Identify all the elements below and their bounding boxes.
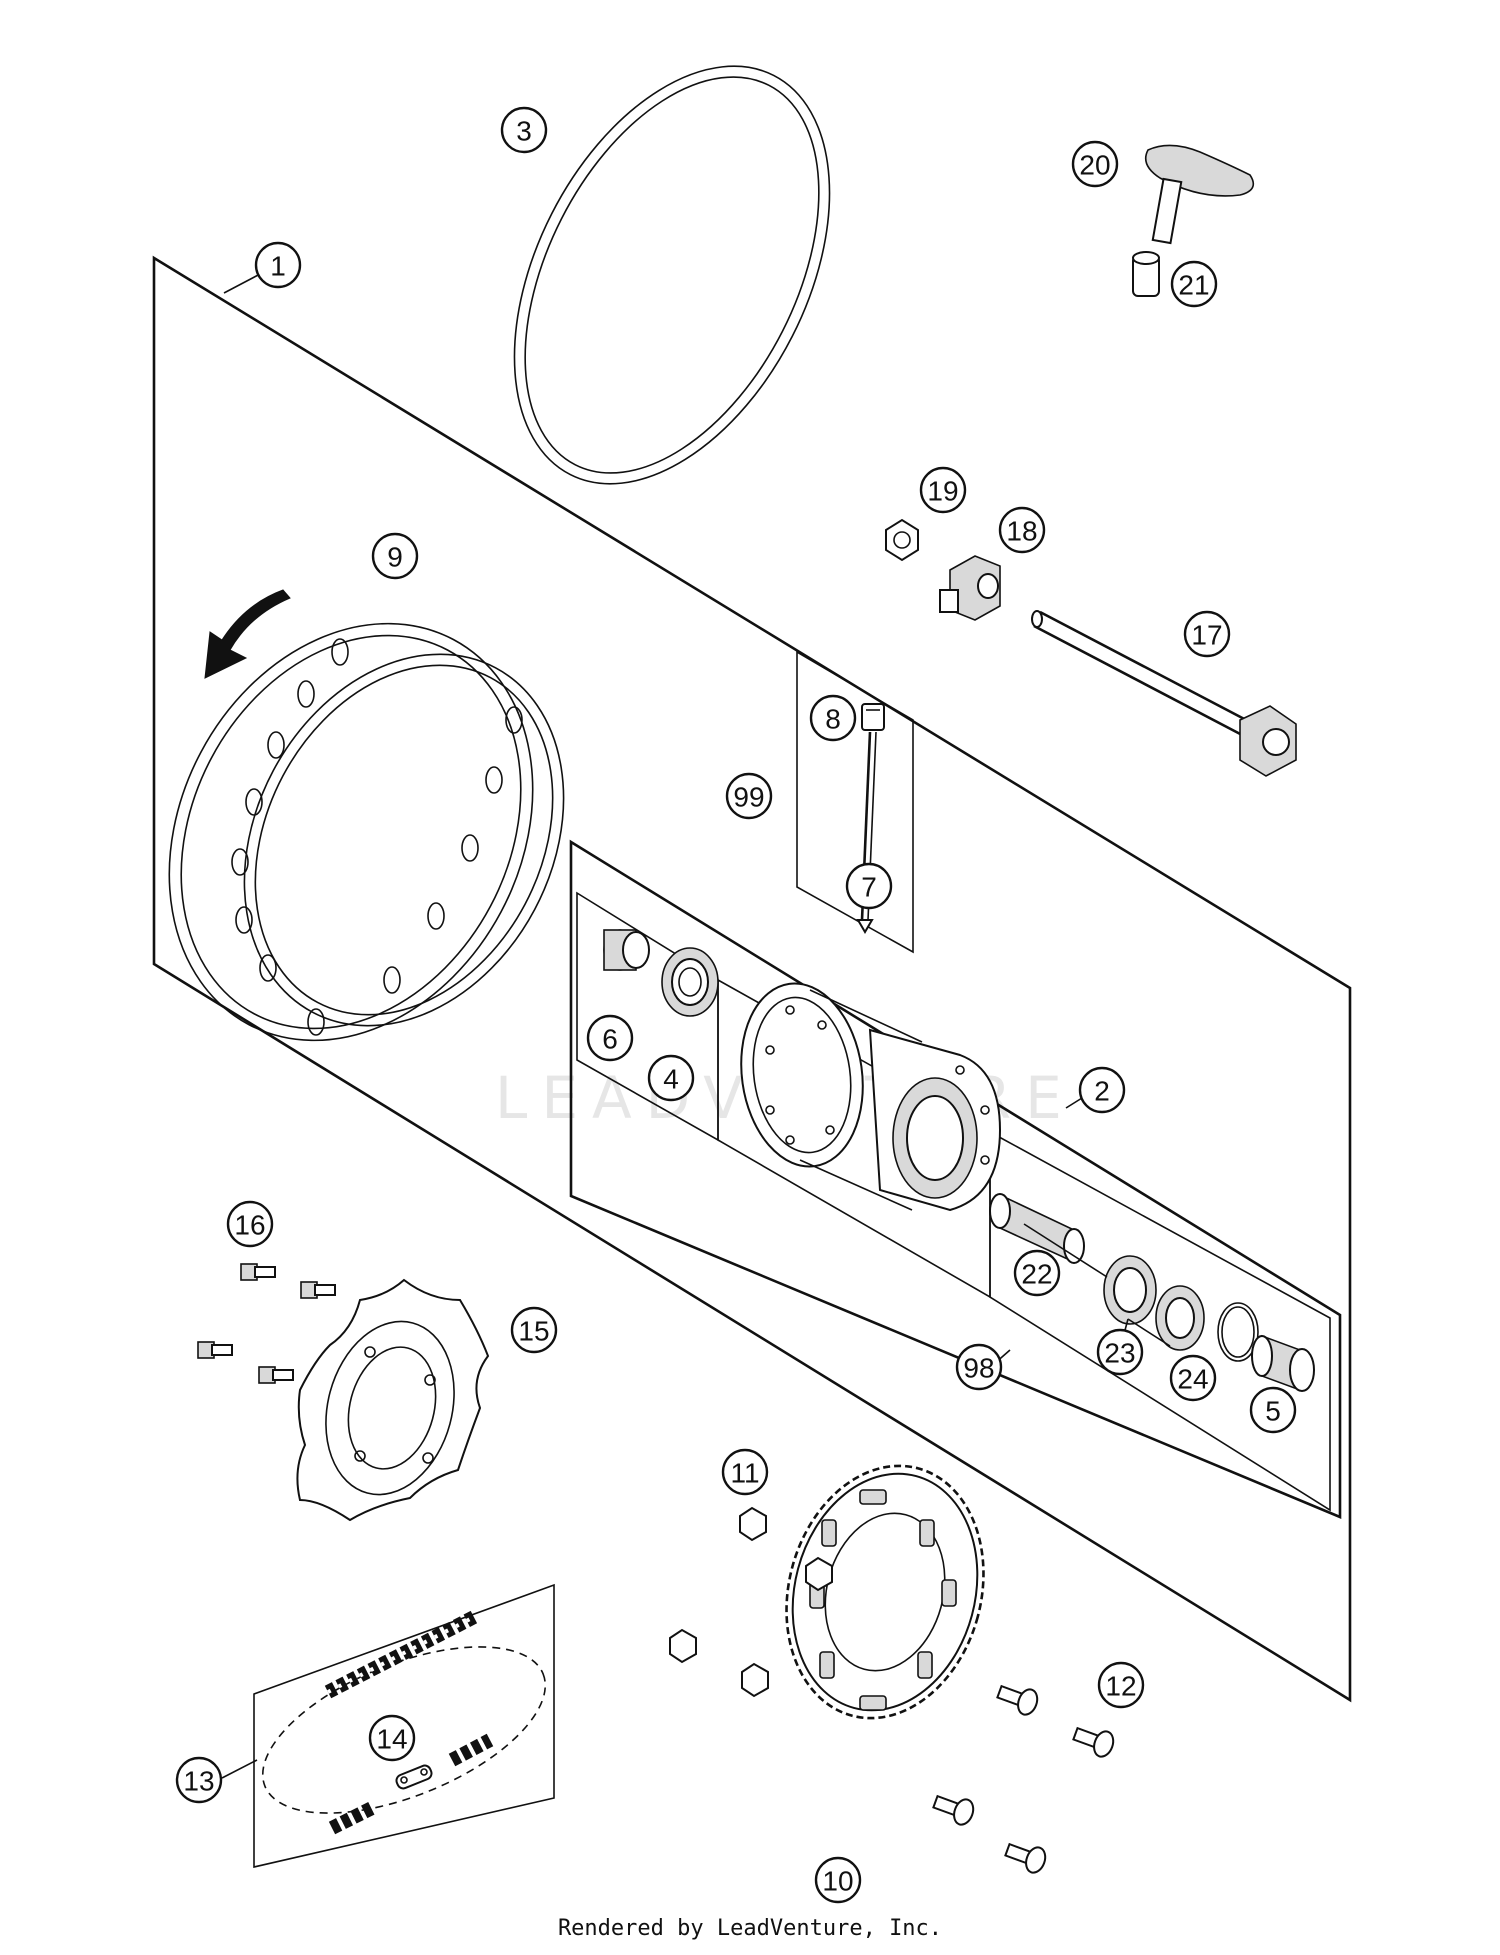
hub-group-outline bbox=[569, 839, 1342, 1519]
brake-disc-screws bbox=[197, 1263, 336, 1384]
callout-5: 5 bbox=[1249, 1386, 1297, 1434]
axle-nut bbox=[885, 518, 919, 562]
callout-9: 9 bbox=[371, 532, 419, 580]
svg-text:98: 98 bbox=[963, 1353, 994, 1384]
callout-24: 24 bbox=[1169, 1354, 1217, 1402]
svg-text:8: 8 bbox=[825, 704, 841, 735]
wheel-axle bbox=[1031, 610, 1297, 777]
callout-20: 20 bbox=[1071, 140, 1119, 188]
callout-23: 23 bbox=[1096, 1328, 1144, 1376]
callout-21: 21 bbox=[1170, 260, 1218, 308]
left-spacer bbox=[603, 929, 650, 971]
callout-99: 99 bbox=[725, 772, 773, 820]
wheel-assembly-outline bbox=[152, 255, 1352, 1703]
valve-insert bbox=[1132, 251, 1160, 297]
callout-10: 10 bbox=[814, 1856, 862, 1904]
callout-15: 15 bbox=[510, 1306, 558, 1354]
svg-text:21: 21 bbox=[1178, 270, 1209, 301]
callout-6: 6 bbox=[586, 1014, 634, 1062]
svg-text:22: 22 bbox=[1021, 1259, 1052, 1290]
spoke-nipple bbox=[861, 703, 885, 731]
callout-19: 19 bbox=[919, 466, 967, 514]
callout-2: 2 bbox=[1078, 1066, 1126, 1114]
footer-credit: Rendered by LeadVenture, Inc. bbox=[557, 1916, 943, 1941]
svg-text:13: 13 bbox=[183, 1766, 214, 1797]
right-wheel-bearing-a bbox=[1103, 1255, 1157, 1325]
callout-8: 8 bbox=[809, 694, 857, 742]
callout-13: 13 bbox=[175, 1756, 223, 1804]
callout-18: 18 bbox=[998, 506, 1046, 554]
leader-lines bbox=[221, 272, 1171, 1779]
callout-3: 3 bbox=[500, 106, 548, 154]
svg-text:12: 12 bbox=[1105, 1671, 1136, 1702]
svg-text:99: 99 bbox=[733, 782, 764, 813]
callout-1: 1 bbox=[254, 241, 302, 289]
svg-text:1: 1 bbox=[270, 251, 286, 282]
svg-text:9: 9 bbox=[387, 542, 403, 573]
rotation-direction-icon bbox=[204, 589, 291, 679]
svg-text:6: 6 bbox=[602, 1024, 618, 1055]
wheel-hub bbox=[740, 982, 1002, 1212]
svg-text:10: 10 bbox=[822, 1866, 853, 1897]
sprocket-nuts bbox=[669, 1506, 833, 1698]
bearing-kit-outline bbox=[989, 1130, 1331, 1512]
svg-text:5: 5 bbox=[1265, 1396, 1281, 1427]
rear-sprocket bbox=[785, 1464, 985, 1720]
svg-text:17: 17 bbox=[1191, 620, 1222, 651]
callout-98: 98 bbox=[955, 1343, 1003, 1391]
svg-text:11: 11 bbox=[730, 1458, 759, 1489]
svg-text:16: 16 bbox=[234, 1210, 265, 1241]
callout-22: 22 bbox=[1013, 1249, 1061, 1297]
distance-sleeve bbox=[989, 1193, 1085, 1264]
callout-4: 4 bbox=[647, 1054, 695, 1102]
svg-text:24: 24 bbox=[1177, 1364, 1208, 1395]
svg-text:23: 23 bbox=[1104, 1338, 1135, 1369]
right-wheel-bearing-b bbox=[1155, 1285, 1205, 1351]
drive-chain bbox=[261, 1609, 547, 1835]
svg-text:7: 7 bbox=[861, 872, 877, 903]
rim-tape bbox=[513, 65, 831, 485]
callout-12: 12 bbox=[1097, 1661, 1145, 1709]
sprocket-screws bbox=[932, 1684, 1115, 1874]
callout-14: 14 bbox=[368, 1714, 416, 1762]
svg-text:14: 14 bbox=[376, 1724, 407, 1755]
right-spacer bbox=[1251, 1334, 1315, 1392]
svg-text:15: 15 bbox=[518, 1316, 549, 1347]
callout-17: 17 bbox=[1183, 610, 1231, 658]
circlip bbox=[1217, 1302, 1259, 1362]
spoke-kit-outline bbox=[796, 650, 914, 954]
svg-text:4: 4 bbox=[663, 1064, 679, 1095]
brake-disc bbox=[296, 1278, 490, 1522]
callout-11: 11 bbox=[721, 1448, 769, 1496]
svg-text:3: 3 bbox=[516, 116, 532, 147]
callout-16: 16 bbox=[226, 1200, 274, 1248]
svg-text:19: 19 bbox=[927, 476, 958, 507]
valve-cap bbox=[1144, 144, 1255, 245]
svg-text:18: 18 bbox=[1006, 516, 1037, 547]
rim bbox=[168, 622, 565, 1042]
chain-adjuster bbox=[939, 555, 1001, 621]
callout-7: 7 bbox=[845, 862, 893, 910]
chain-connecting-link bbox=[395, 1764, 433, 1790]
left-wheel-bearing bbox=[661, 947, 719, 1017]
svg-text:20: 20 bbox=[1079, 150, 1110, 181]
svg-text:2: 2 bbox=[1094, 1076, 1110, 1107]
